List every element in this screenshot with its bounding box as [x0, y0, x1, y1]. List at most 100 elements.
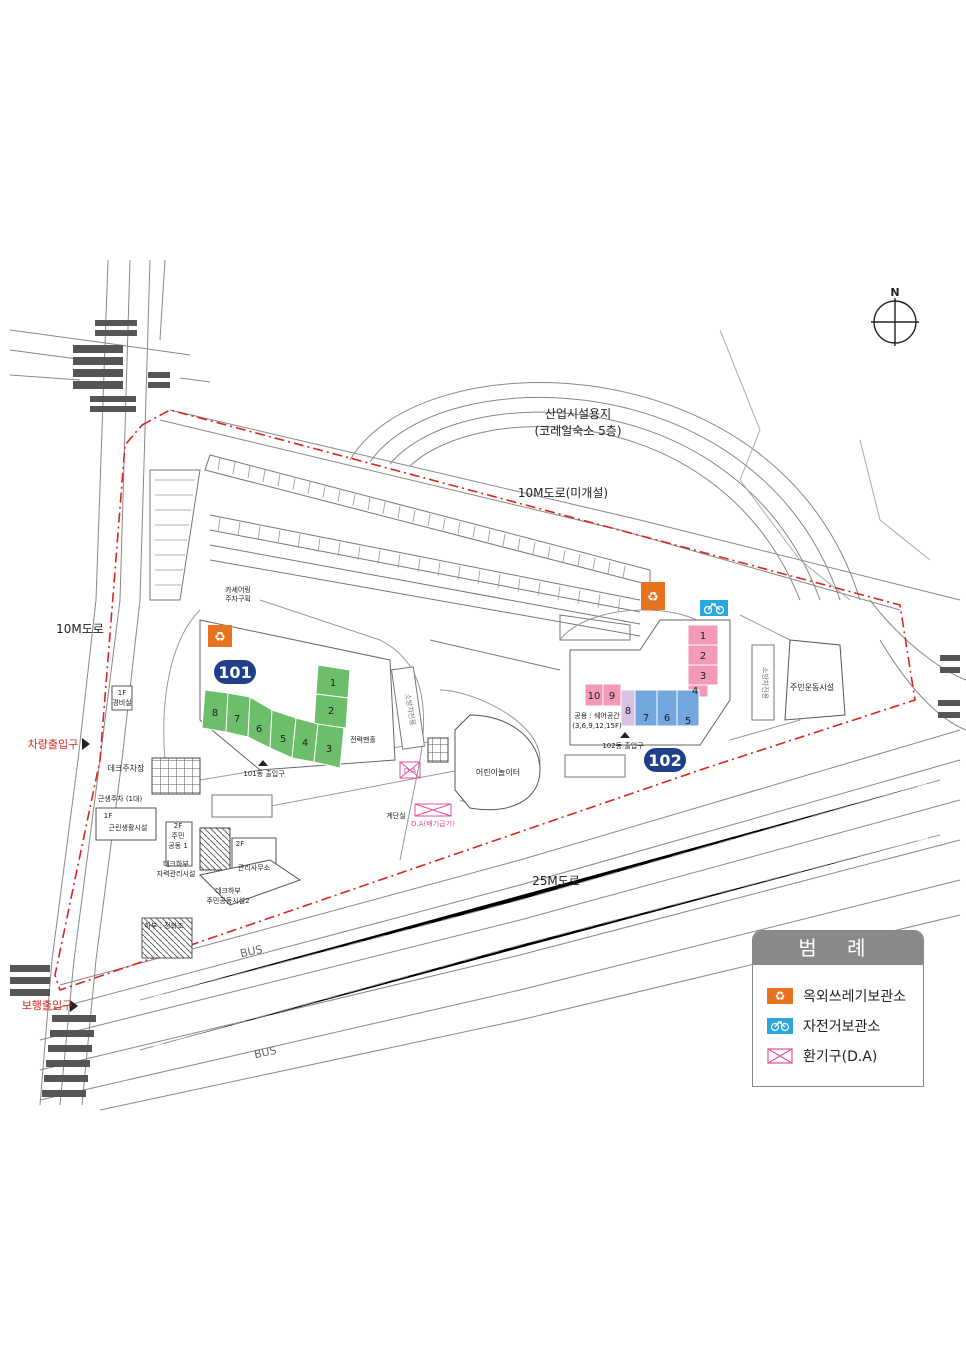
guard-label: 경비실: [112, 698, 131, 707]
industrial-site-label: 산업시설용지: [545, 407, 611, 421]
b102-shared-floors-label: (3,6,9,12,15F): [572, 722, 622, 730]
unit-101-3: [313, 723, 345, 769]
b101-entrance-label: 101동 출입구: [243, 769, 285, 778]
playground-grid: [427, 737, 449, 763]
guard-house: [111, 685, 133, 711]
unit-label-101-2: 2: [328, 706, 334, 717]
legend-item-label: 옥외쓰레기보관소: [803, 989, 907, 1005]
b102-shared-label: 공용 : 쉐어공간: [574, 711, 620, 720]
neighborhood-1f-label: 1F: [104, 812, 112, 820]
septic-area: [141, 917, 193, 959]
bicycle-icon: [700, 600, 728, 616]
road-10m-west-label: 10M도로: [56, 622, 104, 636]
vent-icon: [767, 1048, 793, 1064]
unit-label-101-4: 4: [302, 738, 308, 749]
deck-parking-label: 데크주차장: [108, 763, 145, 773]
unit-label-101-3: 3: [326, 744, 332, 755]
unit-label-101-8: 8: [212, 708, 218, 719]
da-label: D.A: [404, 767, 417, 775]
deck-parking-grid: [151, 757, 201, 795]
deck-below-1b-label: 자력관리시설: [157, 869, 196, 878]
svg-text:♻: ♻: [647, 590, 659, 605]
b102-entrance-marker: [620, 732, 630, 738]
fire-lane-label-2: 소방차전용: [761, 667, 770, 700]
septic-label: 하부 : 정화조: [144, 921, 184, 930]
building-101-badge: 101: [214, 660, 256, 684]
legend-item-recycle: ♻ 옥외쓰레기보관소: [767, 985, 906, 1007]
legend-item-label: 자전거보관소: [803, 1019, 881, 1035]
electric-room-label: 전력맨홀: [350, 735, 376, 744]
unit-label-102-2: 2: [700, 651, 706, 662]
parking-lots: [149, 454, 651, 671]
legend-item-label: 환기구(D.A): [803, 1049, 878, 1065]
deck-below-1a-label: 데크하부: [163, 859, 189, 868]
carsharing-label-b: 주차구획: [225, 594, 251, 603]
bus-label-1: BUS: [239, 943, 264, 960]
fire-lanes: [211, 644, 775, 818]
unit-label-102-3: 3: [700, 671, 706, 682]
legend: 범 례 ♻ 옥외쓰레기보관소 자전거보관소 환기구(D.A): [752, 930, 924, 1087]
legend-item-bicycle: 자전거보관소: [767, 1015, 880, 1037]
office-label: 관리사무소: [238, 863, 271, 872]
b101-entrance-marker: [258, 760, 268, 766]
common1-label-a: 주민: [172, 831, 185, 840]
unit-label-102-5: 5: [685, 716, 691, 727]
common1-label-b: 공동 1: [168, 842, 188, 850]
b102-entrance-label: 102동 출입구: [602, 741, 644, 750]
lane-markings: [139, 779, 941, 1051]
unit-label-102-6: 6: [664, 713, 670, 724]
crosswalks: [10, 320, 960, 1097]
svg-text:101: 101: [218, 663, 251, 682]
neighborhood-label: 근린생활시설: [109, 823, 148, 832]
neighborhood-parking-label: 근생주차 (1대): [98, 794, 143, 803]
stair-room-label: 계단실: [386, 811, 405, 820]
building-102: [569, 619, 731, 746]
industrial-site-sub-label: (코레일숙소 5층): [534, 424, 621, 438]
building-102-badge: 102: [644, 748, 686, 772]
road-10m-unbuilt-label: 10M도로(미개설): [518, 486, 608, 500]
vent-icon: [399, 761, 452, 817]
unit-label-102-10: 10: [588, 691, 601, 702]
parking-stripes: [155, 457, 626, 613]
bus-label-2: BUS: [253, 1044, 278, 1061]
recycle-icon: ♻: [208, 625, 232, 647]
north-compass-icon: N: [871, 286, 919, 346]
unit-label-101-6: 6: [256, 724, 262, 735]
road-25m-label: 25M도로: [532, 874, 580, 888]
sports-label: 주민운동시설: [790, 682, 834, 692]
unit-101-2: [313, 693, 349, 729]
pedestrian-entrance-arrow: [70, 1000, 78, 1012]
unit-label-102-9: 9: [609, 691, 615, 702]
carsharing-label-a: 카셰어링: [225, 585, 251, 594]
da-exhaust-label: D.A(배기급기): [411, 819, 455, 828]
common1-2f-label: 2F: [174, 822, 182, 830]
unit-label-102-7: 7: [643, 713, 649, 724]
playground-label: 어린이놀이터: [476, 767, 520, 777]
svg-text:102: 102: [648, 751, 681, 770]
guard-1f-label: 1F: [118, 689, 126, 697]
svg-text:♻: ♻: [214, 630, 226, 645]
unit-label-102-1: 1: [700, 631, 706, 642]
vehicle-entrance-arrow: [82, 738, 90, 750]
legend-title: 범 례: [753, 931, 923, 965]
svg-text:N: N: [890, 286, 899, 299]
deck-lower-area: [198, 859, 302, 906]
vehicle-entrance-label: 차량출입구: [28, 738, 79, 751]
deck-stairs: [199, 827, 231, 871]
unit-label-101-7: 7: [234, 714, 240, 725]
building-101: [199, 619, 396, 771]
sports-facility: [784, 639, 846, 721]
roads: [9, 259, 966, 1111]
facility-shapes: [95, 685, 302, 959]
deck-below-2b-label: 주민공동시설2: [206, 896, 249, 905]
site-boundary: [54, 409, 916, 992]
recycle-icon: ♻: [767, 988, 793, 1004]
playground: [454, 714, 541, 811]
office-2f-label: 2F: [236, 840, 244, 848]
neighborhood-facility: [95, 807, 157, 841]
unit-label-101-5: 5: [280, 734, 286, 745]
pedestrian-entrance-label: 보행출입구: [22, 999, 73, 1012]
legend-item-vent: 환기구(D.A): [767, 1045, 877, 1067]
unit-label-102-4: 4: [692, 686, 698, 697]
